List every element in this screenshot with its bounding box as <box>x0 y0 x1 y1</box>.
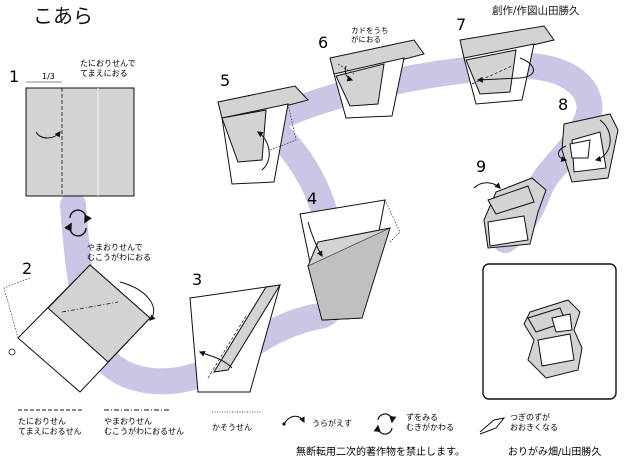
step-6-number: 6 <box>318 33 328 52</box>
step-6-note-line-2: がにおる <box>351 34 381 44</box>
legend-enlarge-line-2: おおきくなる <box>510 423 558 432</box>
copyright-author: おりがみ畑/山田勝久 <box>508 445 601 458</box>
step-5-number: 5 <box>220 71 230 90</box>
copyright-notice: 無断転用二次的著作物を禁止します。 <box>296 445 465 458</box>
step-9-paper <box>473 177 547 249</box>
step-5-paper <box>217 85 309 185</box>
step-1-note-line-2: てまえにおる <box>80 69 128 78</box>
legend-enlarge-line-1: つぎのずが <box>510 412 550 422</box>
legend-valley-line-2: てまえにおるせん <box>18 427 82 436</box>
step-6-paper <box>329 39 425 119</box>
step-7-paper <box>459 25 555 105</box>
legend-mountain-line-2: むこうがわにおるせん <box>104 426 184 436</box>
step-4-number: 4 <box>307 189 317 208</box>
step-1-measure: 1/3 <box>42 72 55 81</box>
step-9-number: 9 <box>476 157 486 176</box>
step-8-paper <box>558 113 619 183</box>
step-4-paper <box>299 199 401 321</box>
legend-turn-over-line-1: うらがえす <box>312 418 352 428</box>
step-2-note-line-2: むこうがわにおる <box>87 252 151 262</box>
step-7-number: 7 <box>456 15 466 34</box>
legend-rotate-line-2: むきがかわる <box>406 422 454 432</box>
legend-valley-line-1: たにおりせん <box>18 417 66 426</box>
finished-model-panel <box>482 263 617 400</box>
author-credit: 創作/作図山田勝久 <box>492 4 580 17</box>
step-2-paper <box>3 264 156 393</box>
step-1-number: 1 <box>9 67 19 86</box>
turn-over-arrow-icon <box>282 415 305 426</box>
step-2-note-line-1: やまおりせんで <box>87 243 143 252</box>
legend-rotate-line-1: ずをみる <box>406 412 438 422</box>
legend-crease-line-1: かそうせん <box>212 423 252 432</box>
step-8-number: 8 <box>558 95 568 114</box>
step-6-note-line-1: カドをうち <box>351 26 389 35</box>
legend: たにおりせん てまえにおるせん やまおりせん むこうがわにおるせん かそうせん … <box>18 409 558 436</box>
legend-mountain-line-1: やまおりせん <box>104 417 152 426</box>
step-3-paper <box>189 284 281 393</box>
step-1-note-line-1: たにおりせんで <box>80 59 136 68</box>
step-3-number: 3 <box>192 270 202 289</box>
step-2-number: 2 <box>22 259 32 278</box>
step-1-rotate-icon <box>64 209 92 237</box>
step-1-paper <box>25 81 135 197</box>
enlarge-arrow-icon <box>479 417 506 435</box>
rotate-arrows-icon <box>373 413 397 435</box>
diagram-title: こあら <box>33 4 93 28</box>
